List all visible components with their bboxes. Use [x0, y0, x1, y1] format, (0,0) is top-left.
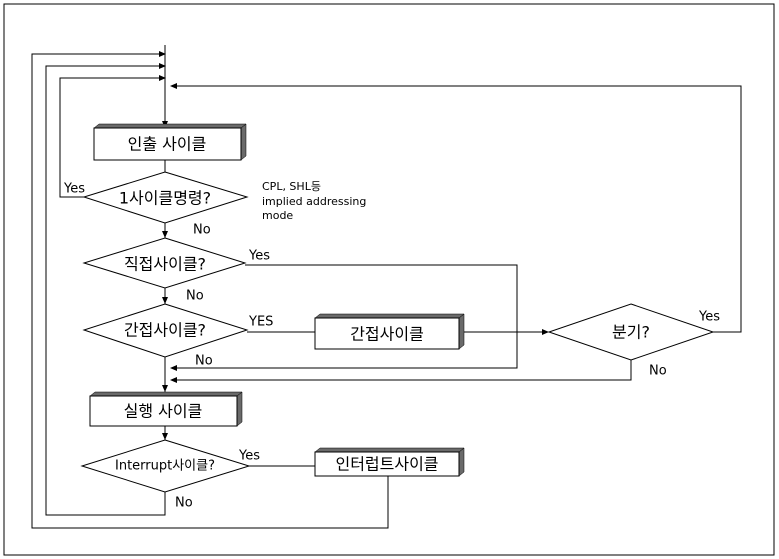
- note-line-3: mode: [262, 209, 293, 222]
- decision-one-cycle: 1사이클명령?: [82, 171, 249, 224]
- process-execute-cycle: 실행 사이클: [89, 391, 243, 427]
- process-fetch-cycle: 인출 사이클: [93, 123, 247, 161]
- edge-branch-no: No: [649, 364, 667, 379]
- branch-label: 분기?: [612, 323, 650, 342]
- process-indirect-cycle: 간접사이클: [314, 313, 465, 350]
- one-cycle-label: 1사이클명령?: [119, 189, 211, 208]
- fetch-cycle-label: 인출 사이클: [128, 135, 207, 154]
- decision-interrupt: Interrupt사이클?: [80, 439, 251, 493]
- direct-label: 직접사이클?: [124, 255, 206, 274]
- edge-direct-yes: Yes: [248, 249, 270, 264]
- outer-frame: [3, 3, 775, 556]
- interrupt-cycle-label: 인터럽트사이클: [335, 455, 438, 474]
- interrupt-label: Interrupt사이클?: [115, 459, 215, 474]
- edge-indirect-yes: YES: [248, 315, 273, 330]
- decision-branch: 분기?: [547, 303, 715, 361]
- edge-direct-no: No: [186, 289, 204, 304]
- edge-interrupt-no: No: [175, 496, 193, 511]
- edge-labels: Yes No Yes No YES No Yes No Yes No: [63, 182, 720, 511]
- edge-interrupt-yes: Yes: [238, 449, 260, 464]
- execute-cycle-label: 실행 사이클: [124, 402, 203, 421]
- decision-indirect: 간접사이클?: [82, 303, 249, 358]
- connectors: [31, 45, 742, 529]
- indirect-cycle-label: 간접사이클: [350, 325, 424, 344]
- edge-indirect-no: No: [195, 354, 213, 369]
- indirect-label: 간접사이클?: [124, 321, 206, 340]
- edge-one-cycle-no: No: [193, 223, 211, 238]
- note-line-2: implied addressing: [262, 195, 366, 208]
- edge-branch-yes: Yes: [698, 310, 720, 325]
- edge-one-cycle-yes: Yes: [63, 182, 85, 197]
- decision-direct: 직접사이클?: [82, 237, 247, 289]
- note-line-1: CPL, SHL등: [262, 180, 321, 193]
- process-interrupt-cycle: 인터럽트사이클: [314, 447, 465, 477]
- note-implied-addressing: CPL, SHL등 implied addressing mode: [262, 180, 366, 222]
